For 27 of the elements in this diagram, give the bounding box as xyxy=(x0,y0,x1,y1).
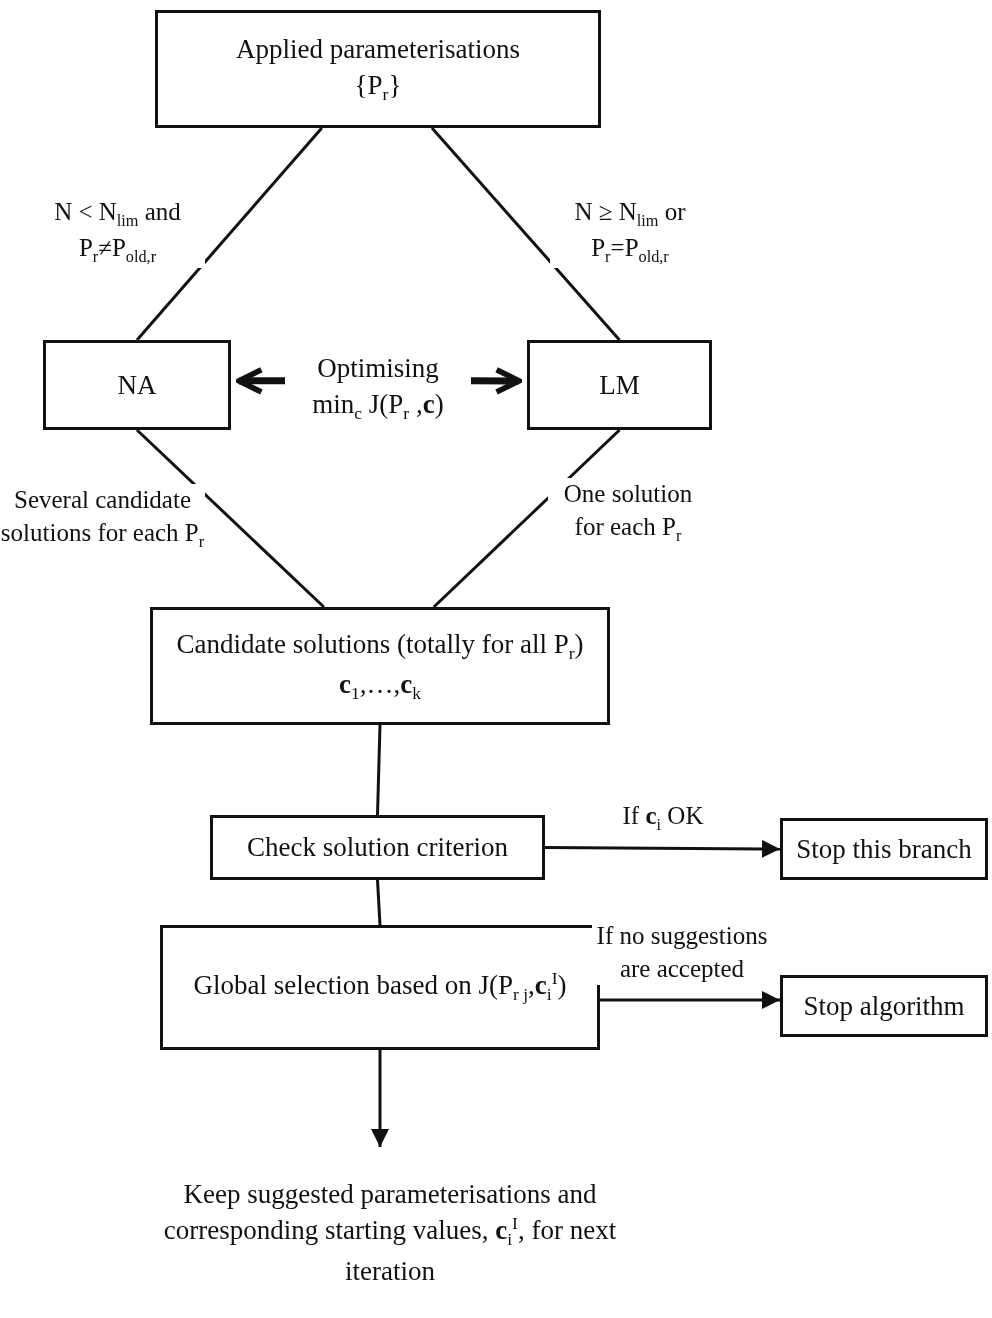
terminal-box xyxy=(780,975,988,1037)
terminal-box xyxy=(780,818,988,880)
box-text: NA xyxy=(116,368,158,402)
connector-line xyxy=(376,879,382,926)
process-box xyxy=(527,340,712,430)
connector-line xyxy=(135,428,325,609)
output-text: Keep suggested parameterisations and corresponding starting values, c$_{i}$$^{I}$, for next iteration xyxy=(162,1178,618,1288)
connector-line xyxy=(135,127,323,341)
box-text: Candidate solutions (totally for all P$_{r}$) xyxy=(175,627,585,666)
connector-line xyxy=(376,724,382,816)
box-text: Stop this branch xyxy=(795,832,973,866)
connector-line xyxy=(430,127,621,341)
box-text: c$_{1}$,…,c$_{k}$ xyxy=(338,668,422,706)
process-box xyxy=(155,10,601,128)
box-text: Stop algorithm xyxy=(802,989,966,1023)
box-text: Applied parameterisations {P$_{r}$} xyxy=(234,32,522,107)
box-text: Global selection based on J(P$_{r j}$,c$_{i}$$^{I}$) xyxy=(192,967,568,1007)
arrow xyxy=(545,839,780,858)
annotation-text: Optimising min$_{c}$ J(P$_{r}$ ,c) xyxy=(311,351,445,426)
box-text: Check solution criterion xyxy=(246,831,509,865)
arrow xyxy=(371,1050,389,1147)
process-box xyxy=(150,607,610,725)
connector-line xyxy=(432,428,621,609)
arrow xyxy=(600,991,780,1009)
process-box xyxy=(210,815,545,880)
process-box xyxy=(43,340,231,430)
box-text: LM xyxy=(598,368,641,402)
